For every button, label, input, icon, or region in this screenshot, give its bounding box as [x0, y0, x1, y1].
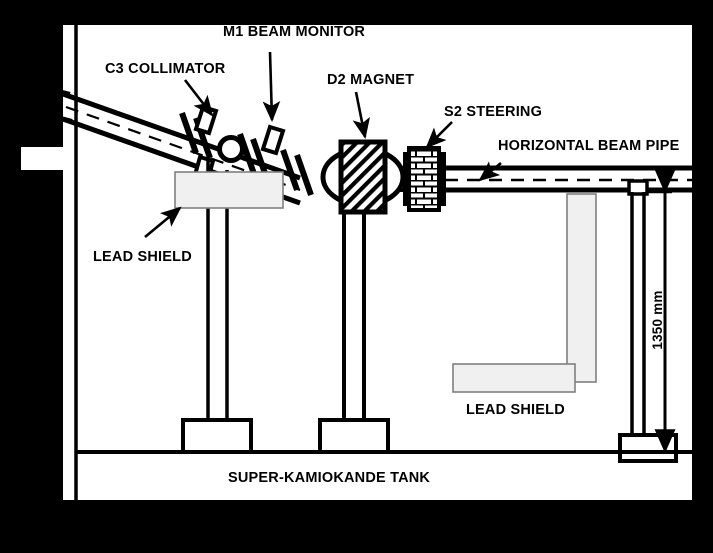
label-lead-shield-right: LEAD SHIELD [466, 402, 565, 418]
leader-lead-shield-left [144, 206, 182, 239]
d2-magnet-coil-block [338, 139, 388, 215]
label-d2-magnet: D2 MAGNET [327, 72, 414, 88]
s2-steering-magnet [407, 146, 446, 212]
lead-shield-right-vertical [566, 193, 597, 383]
support-base [181, 418, 253, 454]
support-right [618, 179, 678, 463]
leader-m1-beam-monitor [262, 51, 281, 123]
label-lead-shield-left: LEAD SHIELD [93, 249, 192, 265]
beam-pipe-port-icon [217, 135, 245, 163]
leader-s2-steering [425, 121, 453, 149]
dimension-1350mm: 1350 mm [647, 169, 676, 454]
label-s2-steering: S2 STEERING [444, 104, 542, 120]
matte-right [692, 0, 713, 553]
leader-horizontal-beam-pipe [478, 161, 502, 182]
flange-plate [294, 154, 314, 196]
matte-bottom [0, 500, 713, 553]
flange-plate [237, 133, 257, 175]
lead-shield-right-horizontal [452, 363, 576, 393]
flange-plate [179, 112, 199, 154]
leader-c3-collimator [183, 79, 214, 117]
d2-magnet [320, 139, 406, 215]
label-m1-beam-monitor: M1 BEAM MONITOR [223, 24, 365, 40]
support-saddle [627, 179, 649, 196]
matte-left [0, 0, 63, 500]
support-base [618, 433, 678, 463]
support-center [318, 210, 390, 454]
label-c3-collimator: C3 COLLIMATOR [105, 61, 226, 77]
stub-m1 [260, 124, 286, 156]
leader-arrows [144, 51, 502, 239]
support-base [318, 418, 390, 454]
dimension-label: 1350 mm [650, 290, 665, 349]
lead-shield-left-block [174, 171, 284, 209]
s2-steering-body [407, 146, 441, 212]
matte-top [0, 0, 713, 25]
leader-d2-magnet [352, 91, 370, 140]
label-super-kamiokande-tank: SUPER-KAMIOKANDE TANK [228, 470, 430, 486]
flange-plate [280, 149, 300, 191]
label-horizontal-beam-pipe: HORIZONTAL BEAM PIPE [498, 138, 680, 154]
